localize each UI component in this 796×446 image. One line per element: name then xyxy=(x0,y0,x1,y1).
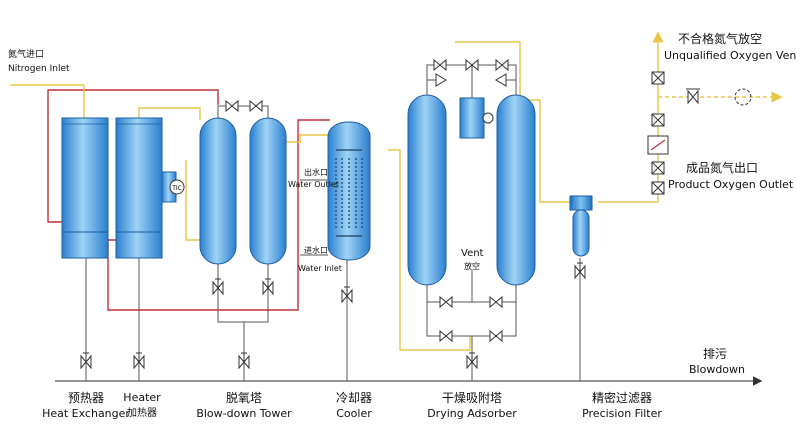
adsorber-top-valve-a xyxy=(433,59,447,71)
vent-line-valve xyxy=(686,88,700,105)
hot-gas-lines xyxy=(47,89,330,311)
label-drying-adsorber-zh: 干燥吸附塔 xyxy=(441,391,503,405)
drying-adsorber-b xyxy=(496,94,536,286)
adsorber-top-valve-b xyxy=(495,59,509,71)
label-cooler-en: Cooler xyxy=(336,407,372,420)
label-heater-zh: 加热器 xyxy=(127,408,157,419)
inlet-label-zh: 氮气进口 xyxy=(8,50,45,60)
heat-exchanger xyxy=(61,117,109,259)
water-inlet-en: Water Inlet xyxy=(298,264,342,273)
label-cooler-zh: 冷却器 xyxy=(335,391,373,405)
tower-top-valve-a xyxy=(225,100,239,112)
gas-lines xyxy=(10,31,783,351)
adsorber-bottom-valve-b1 xyxy=(489,296,503,308)
label-heater-en: Heater xyxy=(123,391,161,404)
cooler xyxy=(327,121,371,261)
blowdown-label-en: Blowdown xyxy=(689,363,746,376)
heater: TIC xyxy=(115,117,185,259)
tower-top-pipes xyxy=(217,105,269,118)
inlet-label-en: Nitrogen Inlet xyxy=(8,64,70,74)
product-label-zh: 成品氮气出口 xyxy=(686,161,759,175)
product-label-en: Product Oxygen Outlet xyxy=(668,178,794,191)
water-outlet-en: Water Outlet xyxy=(288,180,339,189)
svg-text:TIC: TIC xyxy=(171,185,182,192)
label-heat-exchanger-zh: 预热器 xyxy=(67,391,105,405)
tower-top-valve-b xyxy=(249,100,263,112)
drying-adsorber-a xyxy=(407,94,447,286)
water-outlet-zh: 出水口 xyxy=(304,168,328,177)
blow-down-tower-a xyxy=(199,117,237,265)
adsorber-bottom-valve-b2 xyxy=(489,330,503,342)
vent-silencer xyxy=(734,88,752,106)
check-valves-top xyxy=(435,73,507,87)
vent-mid-en: Vent xyxy=(461,248,484,259)
label-blowdown-tower-en: Blow-down Tower xyxy=(196,407,292,420)
vent-valve-lower xyxy=(651,113,665,127)
label-precision-filter-zh: 精密过滤器 xyxy=(591,391,653,405)
vent-label-zh: 不合格氮气放空 xyxy=(678,32,763,46)
adsorber-bottom-valve-a2 xyxy=(439,330,453,342)
product-valve-1 xyxy=(651,161,665,175)
vent-valve-upper xyxy=(651,71,665,85)
vent-label-en: Unqualified Oxygen Vent xyxy=(664,49,796,62)
blow-down-tower-b xyxy=(249,117,287,265)
label-heat-exchanger-en: Heat Exchanger xyxy=(42,407,130,420)
blowdown-label-zh: 排污 xyxy=(703,347,728,361)
product-valve-2 xyxy=(651,181,665,195)
water-inlet-zh: 进水口 xyxy=(304,246,328,255)
adsorber-bottom-valve-a1 xyxy=(439,296,453,308)
vent-mid-zh: 放空 xyxy=(464,262,480,271)
regeneration-heater xyxy=(459,97,494,139)
flow-indicator xyxy=(647,135,669,155)
label-blowdown-tower-zh: 脱氧塔 xyxy=(225,391,263,405)
label-precision-filter-en: Precision Filter xyxy=(582,407,662,420)
label-drying-adsorber-en: Drying Adsorber xyxy=(427,407,517,420)
precision-filter xyxy=(569,195,593,257)
